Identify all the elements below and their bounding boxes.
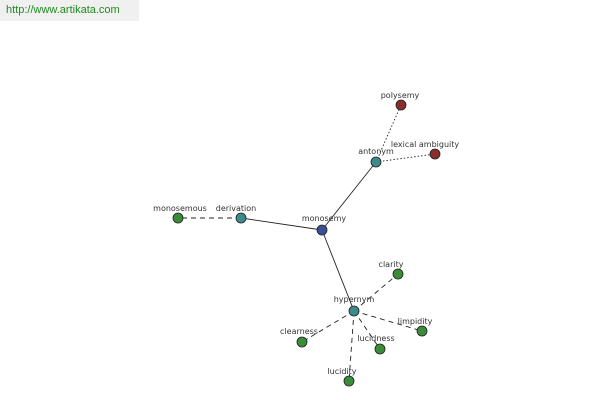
edge-hypernym-lucidness bbox=[353, 310, 381, 350]
node-label-polysemy: polysemy bbox=[381, 91, 420, 100]
node-antonym[interactable] bbox=[370, 156, 382, 168]
node-monosemous[interactable] bbox=[172, 212, 184, 224]
source-bar: http://www.artikata.com bbox=[0, 0, 139, 21]
node-clarity[interactable] bbox=[392, 268, 404, 280]
node-label-antonym: antonym bbox=[358, 147, 394, 156]
node-label-derivation: derivation bbox=[216, 204, 256, 213]
node-label-lucidity: lucidity bbox=[327, 367, 356, 376]
node-polysemy[interactable] bbox=[395, 99, 407, 111]
edge-monosemy-derivation bbox=[240, 217, 323, 231]
node-lucidness[interactable] bbox=[374, 343, 386, 355]
node-label-monosemous: monosemous bbox=[153, 204, 207, 213]
node-lucidity[interactable] bbox=[343, 375, 355, 387]
nodes-layer bbox=[172, 99, 441, 387]
edge-monosemy-antonym bbox=[321, 161, 377, 231]
node-derivation[interactable] bbox=[235, 212, 247, 224]
edges-layer bbox=[178, 104, 436, 382]
node-label-monosemy: monosemy bbox=[302, 214, 347, 223]
labels-layer: monosemy antonym derivation hypernym polysem… bbox=[153, 91, 459, 376]
node-lexical-ambiguity[interactable] bbox=[429, 148, 441, 160]
node-label-lucidness: lucidness bbox=[357, 334, 394, 343]
node-label-hypernym: hypernym bbox=[334, 295, 375, 304]
node-monosemy[interactable] bbox=[316, 224, 328, 236]
node-hypernym[interactable] bbox=[348, 305, 360, 317]
node-label-lexical-ambiguity: lexical ambiguity bbox=[391, 140, 460, 149]
edge-monosemy-hypernym bbox=[321, 229, 355, 312]
node-clearness[interactable] bbox=[296, 336, 308, 348]
source-link[interactable]: http://www.artikata.com bbox=[6, 4, 120, 16]
edge-hypernym-clarity bbox=[353, 273, 399, 312]
edge-hypernym-clearness bbox=[301, 310, 355, 343]
edge-antonym-lexical-ambiguity bbox=[375, 153, 436, 163]
node-limpidity[interactable] bbox=[416, 325, 428, 337]
node-label-limpidity: limpidity bbox=[398, 317, 433, 326]
edge-hypernym-lucidity bbox=[348, 310, 355, 382]
edge-hypernym-limpidity bbox=[353, 310, 423, 332]
node-label-clearness: clearness bbox=[280, 327, 318, 336]
node-label-clarity: clarity bbox=[379, 260, 404, 269]
